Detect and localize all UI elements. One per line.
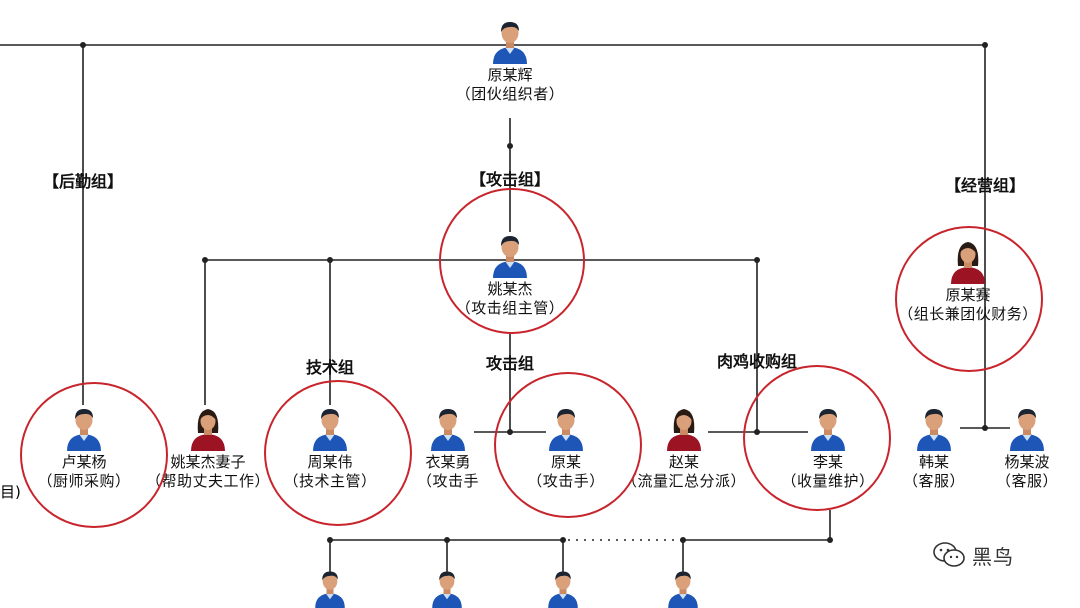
male-avatar-icon xyxy=(64,405,104,451)
male-avatar-icon xyxy=(543,568,583,608)
male-avatar-icon xyxy=(428,405,468,451)
group-label-broiler: 肉鸡收购组 xyxy=(716,352,798,371)
male-avatar-icon xyxy=(808,405,848,451)
person-name: 姚某杰妻子 xyxy=(170,453,246,471)
person-role: （客服） xyxy=(902,472,965,490)
person-name: 赵某 xyxy=(668,453,699,471)
person-role: （攻击手 xyxy=(416,472,479,490)
male-avatar-icon xyxy=(490,232,530,278)
person-zhao: 赵某 （流量汇总分派） xyxy=(609,405,759,491)
person-role: （流量汇总分派） xyxy=(621,472,746,490)
person-role: （收量维护） xyxy=(781,472,875,490)
male-avatar-icon xyxy=(310,405,350,451)
person-role: （攻击手） xyxy=(527,472,605,490)
person-name: 周某伟 xyxy=(307,453,353,471)
person-yao-wife: 姚某杰妻子 （帮助丈夫工作） xyxy=(133,405,283,491)
male-avatar-icon xyxy=(546,405,586,451)
person-yao-jie: 姚某杰 （攻击组主管） xyxy=(435,232,585,318)
person-role: （客服） xyxy=(995,472,1058,490)
group-label-tech: 技术组 xyxy=(305,358,355,377)
person-name: 卢某杨 xyxy=(61,453,107,471)
person-role: （帮助丈夫工作） xyxy=(145,472,270,490)
person-li: 李某 （收量维护） xyxy=(753,405,903,491)
person-name: 姚某杰 xyxy=(487,280,533,298)
watermark-text: 黑鸟 xyxy=(972,544,1014,569)
male-avatar-icon xyxy=(427,568,467,608)
male-avatar-icon xyxy=(1007,405,1047,451)
person-han: 韩某 （客服） xyxy=(894,405,974,491)
male-avatar-icon xyxy=(490,18,530,64)
person-yuan-attacker: 原某 （攻击手） xyxy=(491,405,641,491)
female-avatar-icon xyxy=(664,405,704,451)
person-name: 杨某波 xyxy=(1004,453,1050,471)
group-label-attack: 攻击组 xyxy=(485,354,535,373)
female-avatar-icon xyxy=(188,405,228,451)
female-avatar-icon xyxy=(948,238,988,284)
group-label-attack-top: 【攻击组】 xyxy=(469,170,551,189)
male-avatar-icon xyxy=(310,568,350,608)
person-name: 原某赛 xyxy=(945,286,991,304)
wechat-icon xyxy=(933,542,965,567)
person-name: 原某辉 xyxy=(487,66,533,84)
person-yang-bo: 杨某波 （客服） xyxy=(987,405,1067,491)
person-yuan-sai: 原某赛 （组长兼团伙财务） xyxy=(883,238,1053,324)
person-yuan-hui: 原某辉 （团伙组织者） xyxy=(435,18,585,104)
cropped-role-text: 目) xyxy=(0,483,21,501)
person-role: （厨师采购） xyxy=(37,472,131,490)
person-role: （攻击组主管） xyxy=(455,299,565,317)
group-label-logistics: 【后勤组】 xyxy=(42,172,124,191)
person-role: （组长兼团伙财务） xyxy=(898,305,1038,323)
person-role: （团伙组织者） xyxy=(455,85,565,103)
watermark: 黑鸟 xyxy=(932,540,1014,570)
male-avatar-icon xyxy=(914,405,954,451)
person-lu-yang: 卢某杨 （厨师采购） xyxy=(9,405,159,491)
person-zhou-wei: 周某伟 （技术主管） xyxy=(255,405,405,491)
group-label-operations: 【经营组】 xyxy=(944,176,1026,195)
person-role: （技术主管） xyxy=(283,472,377,490)
person-yi-yong: 衣某勇 （攻击手 xyxy=(373,405,523,491)
person-name: 韩某 xyxy=(918,453,949,471)
male-avatar-icon xyxy=(663,568,703,608)
person-name: 衣某勇 xyxy=(425,453,471,471)
person-name: 原某 xyxy=(550,453,581,471)
person-name: 李某 xyxy=(812,453,843,471)
